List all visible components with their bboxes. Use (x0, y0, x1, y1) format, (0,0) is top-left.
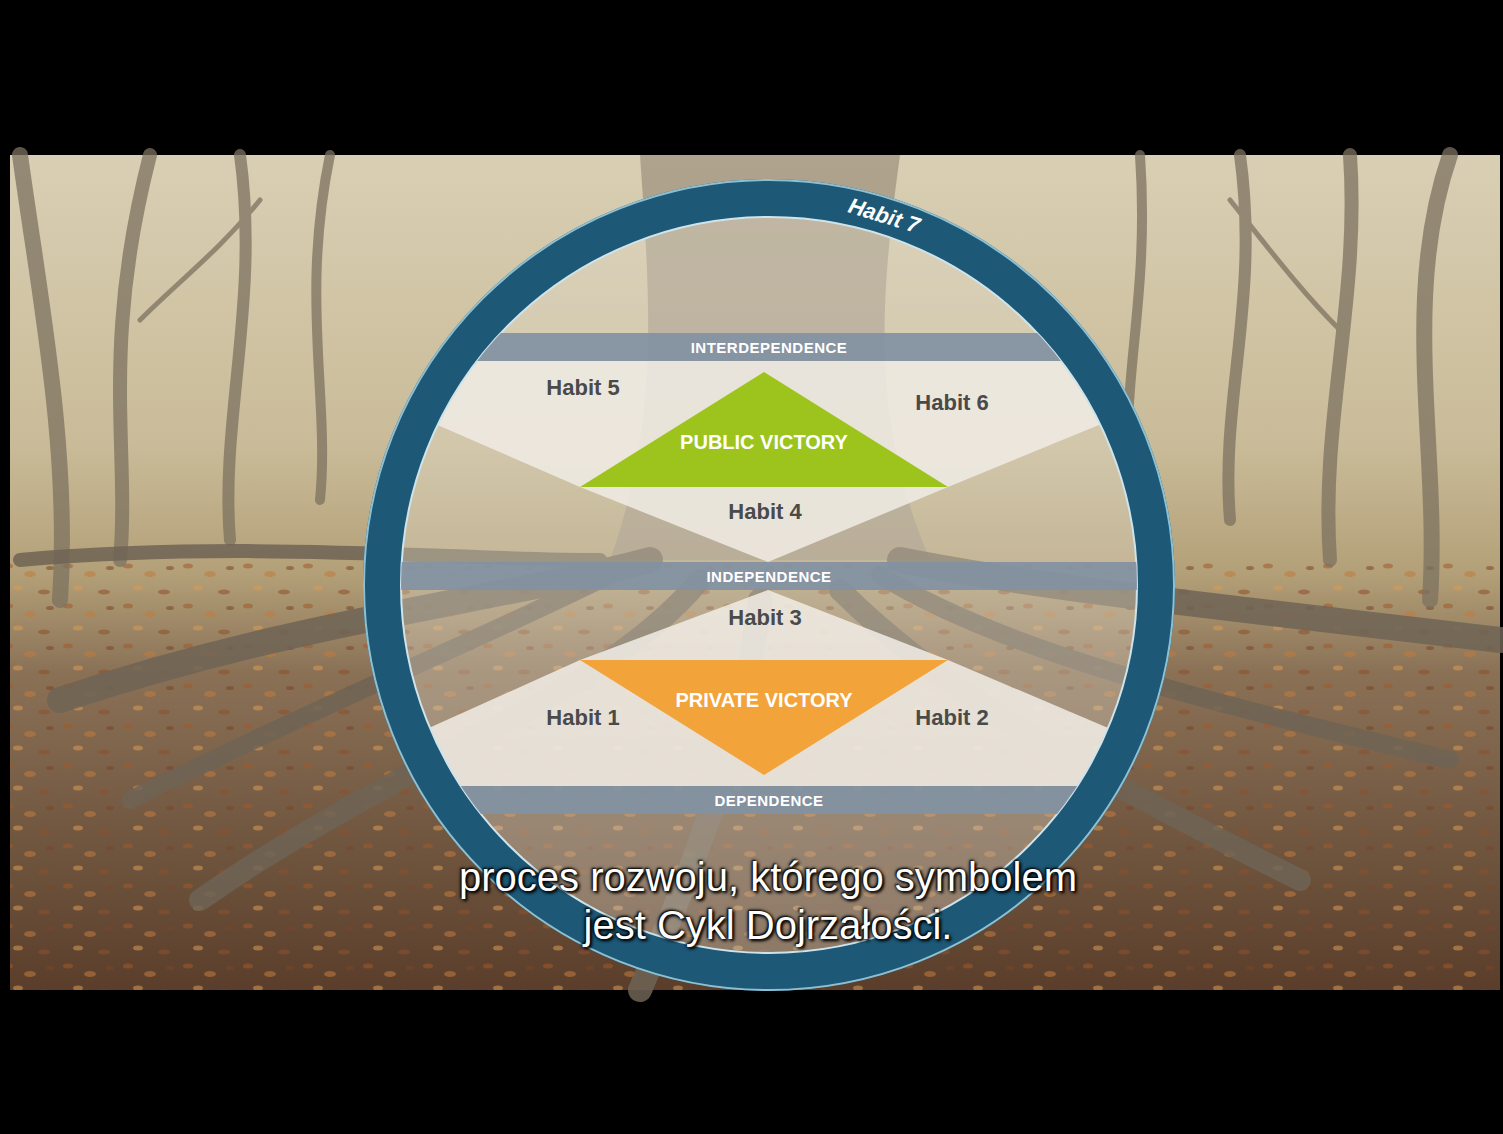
triangle-shape (580, 660, 948, 775)
fallen-leaves (10, 560, 1500, 990)
band-label: DEPENDENCE (714, 792, 823, 809)
habit-label: Habit 2 (915, 705, 988, 731)
band-label: INDEPENDENCE (706, 568, 831, 585)
ring-band (382, 198, 1156, 972)
victory-triangle: PUBLIC VICTORY (580, 372, 948, 487)
habit-label: Habit 5 (546, 375, 619, 401)
stage-band: INTERDEPENDENCE (401, 333, 1137, 361)
subtitle: proces rozwoju, którego symbolem jest Cy… (443, 853, 1093, 949)
triangle-shape (580, 372, 948, 487)
tree-roots (20, 551, 1500, 990)
victory-triangle: PRIVATE VICTORY (580, 660, 948, 775)
inner-disc: INTERDEPENDENCE PUBLIC VICTORY INDEPENDENC… (401, 217, 1137, 953)
victory-label: PUBLIC VICTORY (680, 431, 848, 454)
disc-tint (400, 216, 1140, 956)
victory-label: PRIVATE VICTORY (675, 689, 852, 712)
triangle-outline (580, 660, 948, 775)
habit-label: Habit 4 (728, 499, 801, 525)
band-label: INTERDEPENDENCE (691, 339, 848, 356)
habit-label: Habit 1 (546, 705, 619, 731)
habit-label: Habit 6 (915, 390, 988, 416)
ring-outer-edge (364, 180, 1174, 990)
stage-band: DEPENDENCE (401, 786, 1137, 814)
upper-light-area (380, 361, 1160, 562)
stage-band: INDEPENDENCE (401, 562, 1137, 590)
lower-light-area (380, 590, 1160, 786)
ring-inner-edge (401, 217, 1137, 953)
park-ground (10, 155, 1500, 990)
triangle-outline (580, 372, 948, 487)
habit-label: Habit 3 (728, 605, 801, 631)
